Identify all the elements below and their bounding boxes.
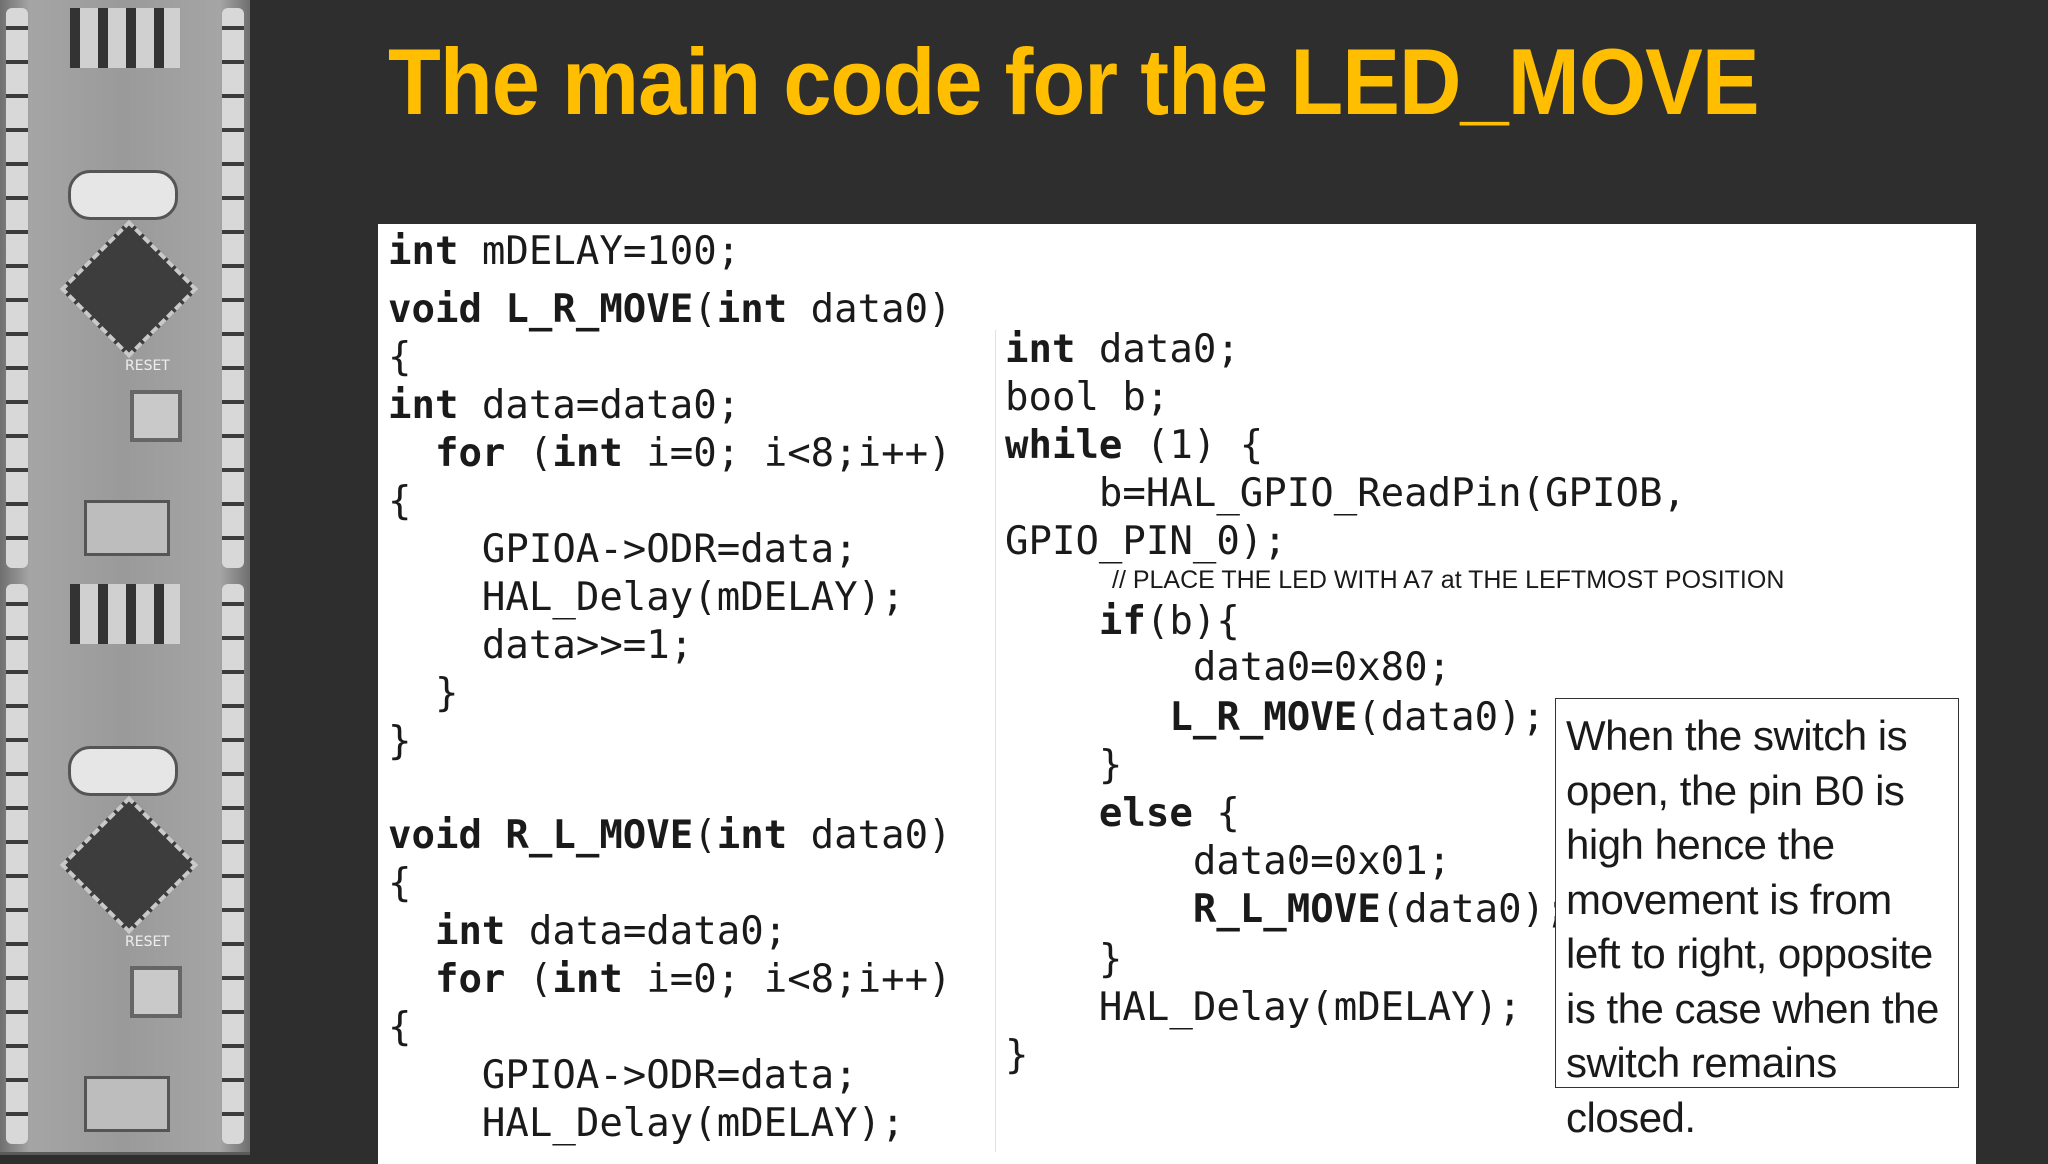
code-line: for (int i=0; i<8;i++) [434, 431, 952, 476]
code-line: void L_R_MOVE(int data0) [388, 287, 952, 332]
code-line: void R_L_MOVE(int data0) [388, 813, 952, 858]
reset-label: RESET [125, 934, 170, 950]
column-divider [995, 330, 996, 1152]
explanation-note: When the switch is open, the pin B0 is h… [1555, 698, 1959, 1141]
code-line: int data0; [1005, 327, 1240, 372]
code-line: data0=0x01; [1005, 839, 1452, 884]
code-line: } [1005, 937, 1123, 982]
code-line: { [388, 1005, 412, 1050]
code-line: { [388, 479, 412, 524]
code-line: HAL_Delay(mDELAY); [1005, 985, 1522, 1030]
code-line: L_R_MOVE(data0); [1169, 695, 1546, 740]
stm32-board-image: RESET RESET [0, 0, 250, 1155]
code-line: int mDELAY=100; [388, 229, 741, 274]
code-line: R_L_MOVE(data0); [1192, 887, 1569, 932]
code-line: data0=0x80; [1005, 645, 1452, 690]
code-line: GPIO_PIN_0); [1005, 519, 1287, 564]
code-line: int data=data0; [434, 909, 788, 954]
code-line: HAL_Delay(mDELAY); [388, 575, 905, 620]
code-comment: // PLACE THE LED WITH A7 at THE LEFTMOST… [1112, 566, 1785, 594]
code-line: while (1) { [1005, 423, 1264, 468]
code-line: bool b; [1005, 375, 1170, 420]
code-line: GPIOA->ODR=data; [388, 527, 858, 572]
code-line: else { [1098, 791, 1240, 836]
slide-title: The main code for the LED_MOVE [388, 29, 1760, 134]
code-line: } [1005, 743, 1123, 788]
code-line: { [388, 335, 412, 380]
board-photo-bottom: RESET [0, 576, 250, 1155]
reset-label: RESET [125, 358, 170, 374]
code-line: if(b){ [1098, 599, 1240, 644]
code-line: for (int i=0; i<8;i++) [434, 957, 952, 1002]
code-line: } [388, 719, 412, 764]
code-line: b=HAL_GPIO_ReadPin(GPIOB, [1005, 471, 1686, 516]
code-line: data>>=1; [388, 623, 694, 668]
code-line: } [388, 671, 459, 716]
code-line: HAL_Delay(mDELAY); [388, 1101, 905, 1146]
code-line: int data=data0; [388, 383, 741, 428]
code-line: { [388, 861, 412, 906]
code-line: GPIOA->ODR=data; [388, 1053, 858, 1098]
board-photo-top: RESET [0, 0, 250, 579]
code-line: } [1005, 1033, 1029, 1078]
